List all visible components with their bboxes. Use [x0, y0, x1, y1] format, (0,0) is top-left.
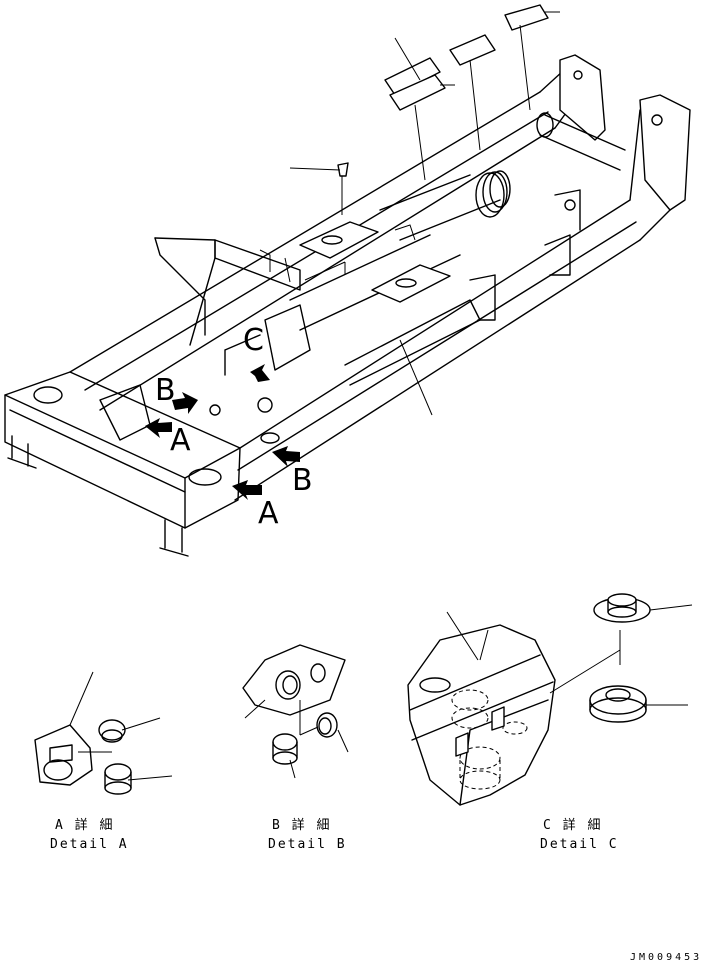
detail-b-caption-en: Detail B [268, 837, 347, 852]
detail-b-drawing [242, 644, 349, 779]
label-a-front: A [170, 423, 191, 458]
detail-c-caption-en: Detail C [540, 837, 619, 852]
main-frame [4, 54, 691, 557]
detail-c-caption-jp: C 詳 細 [543, 817, 602, 833]
view-arrows [145, 364, 300, 500]
detail-c-drawing [407, 593, 693, 806]
detail-a-drawing [34, 671, 173, 795]
drawing-code: JM009453 [630, 952, 702, 963]
label-a-side: A [258, 496, 279, 531]
label-b-front: B [155, 373, 176, 408]
detail-b-caption-jp: B 詳 細 [272, 817, 331, 833]
shield-parts [337, 4, 549, 177]
leader-lines [289, 11, 560, 416]
detail-a-caption-en: Detail A [50, 837, 129, 852]
label-c-side: C [243, 323, 264, 358]
label-b-side: B [292, 463, 313, 498]
detail-a-caption-jp: A 詳 細 [55, 817, 114, 833]
